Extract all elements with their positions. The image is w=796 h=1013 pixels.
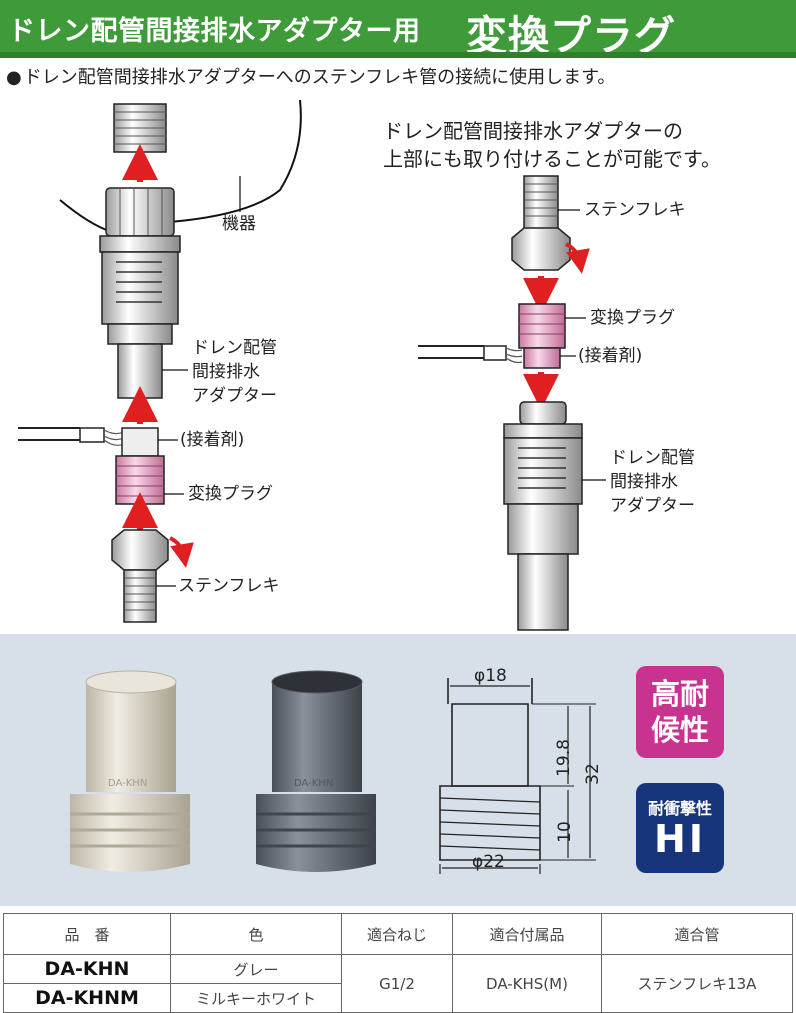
right-adapter-label-line1: ドレン配管 bbox=[610, 448, 695, 468]
product-photos: DA-KHN DA-KHN bbox=[70, 670, 596, 874]
light-plug-photo: DA-KHN bbox=[70, 670, 190, 872]
row2-code: DA-KHNM bbox=[3, 983, 171, 1013]
bullet-icon: ● bbox=[6, 67, 22, 88]
right-flex-hose bbox=[511, 175, 590, 274]
right-plug bbox=[518, 303, 566, 369]
installation-diagram bbox=[18, 99, 606, 631]
header-product-code: 品 番 bbox=[3, 913, 171, 955]
gray-plug-photo: DA-KHN bbox=[256, 670, 376, 872]
row2-color: ミルキーホワイト bbox=[170, 983, 342, 1013]
gray-plug-emboss: DA-KHN bbox=[294, 778, 333, 789]
header-stripe bbox=[0, 52, 796, 58]
right-note-line1: ドレン配管間接排水アダプターの bbox=[383, 119, 683, 143]
header-color: 色 bbox=[170, 913, 342, 955]
right-note-line2: 上部にも取り付けることが可能です。 bbox=[383, 147, 721, 171]
right-note: ドレン配管間接排水アダプターの 上部にも取り付けることが可能です。 bbox=[383, 117, 721, 173]
right-adapter bbox=[503, 401, 583, 631]
intro-sentence: ドレン配管間接排水アダプターへのステンフレキ管の接続に使用します。 bbox=[23, 67, 616, 88]
right-brush bbox=[418, 345, 523, 364]
device-label: 機器 bbox=[222, 214, 256, 234]
device-outline bbox=[59, 99, 302, 233]
dim-upper-height: 19.8 bbox=[553, 739, 574, 777]
left-adapter-label-line2: 間接排水 bbox=[192, 362, 260, 382]
left-plug bbox=[115, 427, 165, 505]
left-top-pipe bbox=[113, 103, 167, 153]
header-accessory: 適合付属品 bbox=[452, 913, 602, 955]
light-plug-emboss: DA-KHN bbox=[108, 778, 147, 789]
header-pipe: 適合管 bbox=[601, 913, 793, 955]
technical-drawing bbox=[439, 678, 596, 874]
weather-badge-line1: 高耐 bbox=[650, 677, 709, 711]
header-title: ドレン配管間接排水アダプター用 bbox=[8, 16, 421, 47]
left-flex-label: ステンフレキ bbox=[178, 576, 280, 596]
dim-total-height: 32 bbox=[582, 763, 603, 785]
left-adhesive-label: (接着剤) bbox=[180, 430, 245, 450]
spec-table: 品 番 色 適合ねじ 適合付属品 適合管 DA-KHN グレー G1/2 DA-… bbox=[3, 913, 793, 1013]
dim-top-diameter: φ18 bbox=[474, 666, 507, 686]
table-header-row: 品 番 色 適合ねじ 適合付属品 適合管 bbox=[3, 913, 793, 955]
right-adhesive-label: (接着剤) bbox=[578, 346, 643, 366]
table-row: DA-KHNM ミルキーホワイト bbox=[3, 983, 793, 1013]
left-adapter-label-line1: ドレン配管 bbox=[192, 338, 277, 358]
thread-cell: G1/2 bbox=[341, 954, 453, 1013]
impact-badge-caption: 耐衝撃性 bbox=[647, 799, 712, 818]
left-adapter bbox=[99, 187, 181, 399]
left-brush bbox=[18, 427, 125, 446]
accessory-cell: DA-KHS(M) bbox=[452, 954, 602, 1013]
row1-color: グレー bbox=[170, 954, 342, 984]
left-plug-label: 変換プラグ bbox=[188, 484, 273, 504]
left-adapter-label-line3: アダプター bbox=[192, 386, 277, 406]
table-row: DA-KHN グレー G1/2 DA-KHS(M) ステンフレキ13A bbox=[3, 954, 793, 1013]
pipe-cell: ステンフレキ13A bbox=[601, 954, 793, 1013]
weather-badge-line2: 候性 bbox=[650, 713, 709, 747]
header-bar: ドレン配管間接排水アダプター用 変換プラグ bbox=[0, 0, 796, 58]
impact-badge-hi: HI bbox=[654, 817, 706, 861]
dim-bottom-diameter: φ22 bbox=[472, 852, 505, 872]
header-emphasis: 変換プラグ bbox=[466, 12, 676, 58]
right-adapter-label-line2: 間接排水 bbox=[610, 472, 678, 492]
intro-text: ●ドレン配管間接排水アダプターへのステンフレキ管の接続に使用します。 bbox=[6, 63, 615, 89]
row1-code: DA-KHN bbox=[3, 954, 171, 984]
impact-resistance-badge: 耐衝撃性 HI bbox=[636, 783, 724, 873]
right-flex-label: ステンフレキ bbox=[584, 200, 686, 220]
right-adapter-label-line3: アダプター bbox=[610, 496, 695, 516]
header-thread: 適合ねじ bbox=[341, 913, 453, 955]
left-flex-hose bbox=[111, 529, 194, 623]
dim-lower-height: 10 bbox=[554, 821, 575, 843]
right-plug-label: 変換プラグ bbox=[590, 308, 675, 328]
weather-resistance-badge: 高耐 候性 bbox=[636, 666, 724, 758]
